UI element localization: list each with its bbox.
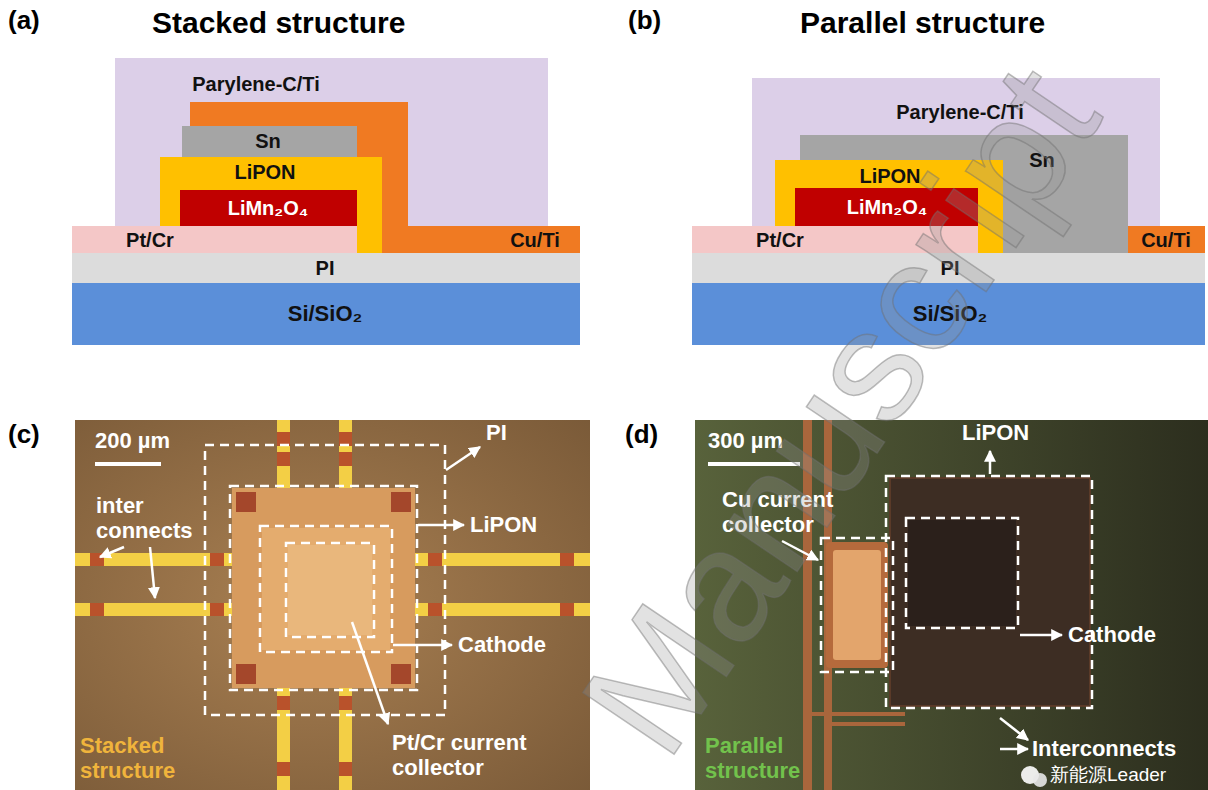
callout-label-holder: Interconnects — [1032, 736, 1176, 761]
layer-box: Si/SiO₂ — [692, 283, 1205, 345]
layer-label: LiMn₂O₄ — [847, 196, 928, 219]
layer-label: LiPON — [234, 161, 295, 184]
callout-label: inter connects — [96, 493, 206, 544]
cathode-area — [908, 520, 1016, 626]
layer-box: PI — [72, 253, 580, 283]
layer-box: Sn — [182, 126, 357, 157]
layer-label: Parylene-C/Ti — [192, 73, 319, 96]
panel-letter-holder: (a) — [8, 6, 40, 36]
panel-letter-holder: (b) — [628, 6, 661, 36]
corner-pads — [236, 492, 411, 684]
layer-label: LiMn₂O₄ — [228, 197, 309, 220]
layer-label: LiPON — [859, 165, 920, 188]
layer-box: Si/SiO₂ — [72, 283, 580, 345]
panel-letter: (b) — [628, 6, 661, 36]
scale-bar — [95, 462, 161, 466]
structure-tag: Parallel structure — [705, 733, 830, 784]
callout-label-holder: LiPON — [470, 512, 537, 537]
micrograph-ground — [75, 420, 590, 790]
layer-box: SnLiMn₂O₄ LiPON Parylene-C/Ti — [115, 58, 548, 226]
callout-label-holder: Cathode — [458, 632, 546, 657]
layer-box: LiMn₂O₄ — [795, 188, 978, 226]
layer-label: Cu/Ti — [510, 229, 560, 252]
scale-label-holder: 200 µm — [95, 428, 170, 453]
callout-label-holder: Cathode — [1068, 622, 1156, 647]
layer-label: Sn — [1029, 149, 1055, 172]
panel-title: Parallel structure — [800, 6, 1045, 41]
scale-label: 300 µm — [708, 428, 783, 453]
structure-tag-holder: Stacked structure — [80, 733, 205, 784]
layer-box: Pt/Cr — [72, 226, 357, 253]
panel-letter-holder: (d) — [625, 420, 658, 450]
watermark: 新能源Leader — [1050, 764, 1166, 786]
callout-label: Interconnects — [1032, 736, 1176, 761]
layer-box: LiMn₂O₄ — [180, 190, 357, 226]
layer-box: LiMn₂O₄ LiPON — [775, 160, 1003, 253]
panel-letter: (a) — [8, 6, 40, 36]
watermark-holder: 新能源Leader — [1050, 764, 1166, 786]
layer-label: Parylene-C/Ti — [896, 101, 1023, 124]
panel-title: Stacked structure — [152, 6, 405, 41]
scale-label: 200 µm — [95, 428, 170, 453]
panel-title-holder: Parallel structure — [800, 6, 1045, 41]
layer-label: PI — [316, 257, 335, 280]
layer-label: Si/SiO₂ — [288, 301, 363, 326]
parallel-micrograph — [695, 420, 1208, 790]
stacked-micrograph — [75, 420, 590, 790]
callout-label-holder: PI — [486, 420, 507, 445]
layer-box: Cu/Ti — [1128, 226, 1205, 253]
callout-label: PI — [486, 420, 507, 445]
callout-label: Pt/Cr current collector — [392, 730, 562, 781]
dashed-outline — [821, 476, 1092, 708]
layer-label: Sn — [255, 130, 281, 153]
leader-arrow — [100, 447, 480, 724]
callout-label-holder: Pt/Cr current collector — [392, 730, 562, 781]
scale-label-holder: 300 µm — [708, 428, 783, 453]
layer-box: LiMn₂O₄ LiPON — [160, 157, 382, 253]
callout-label-holder: Cu current collector — [722, 487, 852, 538]
callout-label: LiPON — [470, 512, 537, 537]
callout-label-holder: LiPON — [962, 420, 1029, 445]
panel-letter: (c) — [8, 420, 40, 450]
callout-label: Cathode — [458, 632, 546, 657]
cu-collector-frame — [826, 542, 888, 668]
lipon-area — [890, 478, 1090, 706]
callout-label: Cathode — [1068, 622, 1156, 647]
panel-title-holder: Stacked structure — [152, 6, 405, 41]
callout-label-holder: inter connects — [96, 493, 206, 544]
scale-bar — [708, 462, 800, 466]
interconnect-line — [803, 420, 812, 790]
structure-tag-holder: Parallel structure — [705, 733, 830, 784]
panel-letter-holder: (c) — [8, 420, 40, 450]
panel-letter: (d) — [625, 420, 658, 450]
layer-label: Si/SiO₂ — [913, 301, 988, 326]
layer-box: SnLiMn₂O₄ LiPON Parylene-C/Ti — [752, 78, 1160, 253]
layer-shape — [190, 102, 580, 253]
callout-label: LiPON — [962, 420, 1029, 445]
layer-label: Cu/Ti — [1141, 229, 1191, 252]
lipon-area — [232, 488, 415, 688]
micrograph-ground — [695, 420, 1208, 790]
cathode-area — [262, 528, 390, 650]
dashed-outline — [205, 445, 445, 715]
layer-box: PI — [692, 253, 1205, 283]
layer-label: Pt/Cr — [756, 229, 804, 252]
layer-label: PI — [941, 257, 960, 280]
structure-tag: Stacked structure — [80, 733, 205, 784]
collector-area — [288, 545, 372, 635]
interconnect-line — [812, 714, 905, 724]
cu-collector — [833, 550, 881, 660]
layer-label: Pt/Cr — [126, 229, 174, 252]
callout-label: Cu current collector — [722, 487, 852, 538]
wechat-icon — [1021, 766, 1047, 787]
layer-box: Pt/Cr — [692, 226, 978, 253]
contact-pads — [90, 432, 574, 776]
